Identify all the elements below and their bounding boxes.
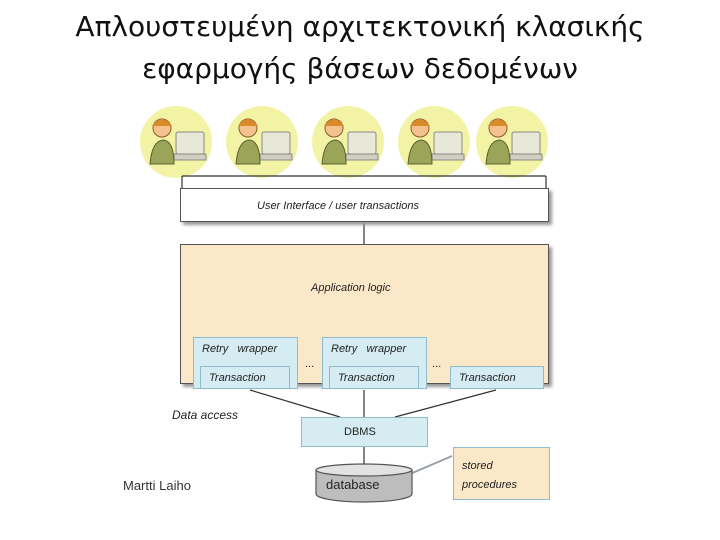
app-logic-label: Application logic xyxy=(311,282,391,294)
transaction-1-label: Transaction xyxy=(209,372,266,384)
user-interface-layer: User Interface / user transactions xyxy=(180,188,549,222)
stored-procedures-line2: procedures xyxy=(462,479,517,491)
dbms-box: DBMS xyxy=(301,417,428,447)
stored-procedures-box: stored procedures xyxy=(453,447,550,500)
transaction-2-label: Transaction xyxy=(338,372,395,384)
database-label: database xyxy=(326,477,380,492)
transaction-1: Transaction xyxy=(200,366,290,389)
transaction-3: Transaction xyxy=(450,366,544,389)
retry-wrapper-1-label: Retry wrapper xyxy=(202,343,277,355)
ellipsis-1: ... xyxy=(305,358,314,370)
transaction-3-label: Transaction xyxy=(459,372,516,384)
data-access-label: Data access xyxy=(172,408,238,422)
retry-wrapper-2-label: Retry wrapper xyxy=(331,343,406,355)
ui-layer-label: User Interface / user transactions xyxy=(257,200,419,212)
ellipsis-2: ... xyxy=(432,358,441,370)
author-name: Martti Laiho xyxy=(123,478,191,493)
dbms-label: DBMS xyxy=(344,426,376,438)
transaction-2: Transaction xyxy=(329,366,419,389)
stored-procedures-line1: stored xyxy=(462,460,493,472)
